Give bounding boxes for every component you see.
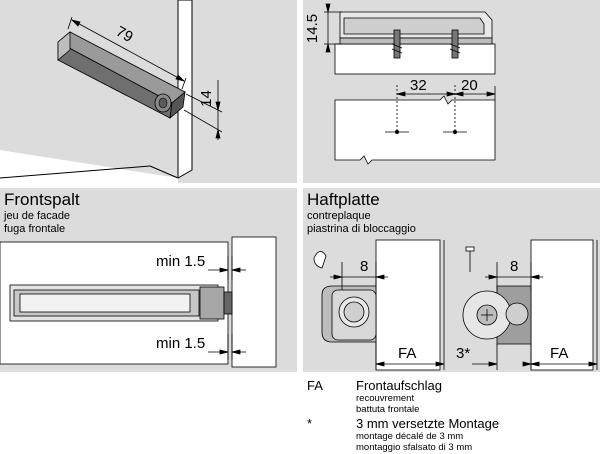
haftplatte-dim-left: 8	[360, 258, 369, 275]
haftplatte-subtitle-it: piastrina di bloccaggio	[307, 223, 416, 235]
frontspalt-min-bottom: min 1.5	[156, 335, 206, 352]
legend-sub2-star: montaggio sfalsato di 3 mm	[356, 442, 473, 453]
haftplatte-offset: 3*	[456, 345, 471, 362]
dim-20-label: 20	[461, 77, 478, 94]
frontspalt-drawing	[0, 236, 277, 368]
dim-14-5-label: 14.5	[304, 13, 322, 44]
dim-14-label: 14	[197, 90, 215, 107]
haftplatte-dim-right: 8	[510, 258, 519, 275]
top-view	[334, 85, 496, 165]
dim-14-5-lines	[324, 3, 342, 53]
legend-key-star: *	[307, 416, 313, 431]
dim-14-lines	[183, 80, 223, 140]
frontspalt-subtitle-it: fuga frontale	[4, 223, 66, 235]
damper-body-iso	[57, 31, 186, 119]
legend-title-fa: Frontaufschlag	[356, 378, 442, 393]
haftplatte-subtitle-fr: contreplaque	[307, 210, 371, 222]
legend-title-star: 3 mm versetzte Montage	[356, 416, 500, 431]
dim-32-label: 32	[410, 77, 427, 94]
dim-79-lines	[67, 16, 187, 90]
frontspalt-title: Frontspalt	[4, 190, 80, 209]
cabinet-corner	[0, 0, 193, 183]
legend-sub1-star: montage décalé de 3 mm	[356, 431, 464, 442]
frontspalt-min-top: min 1.5	[156, 253, 206, 270]
legend-sub1-fa: recouvrement	[356, 393, 415, 404]
legend-sub2-fa: battuta frontale	[356, 404, 420, 415]
haftplatte-fa-left: FA	[398, 345, 417, 362]
haftplatte-drawing	[313, 239, 598, 371]
side-view	[334, 11, 496, 75]
haftplatte-fa-right: FA	[550, 345, 569, 362]
frontspalt-subtitle-fr: jeu de facade	[4, 210, 71, 222]
haftplatte-title: Haftplatte	[307, 190, 380, 209]
legend-key-fa: FA	[307, 378, 323, 393]
